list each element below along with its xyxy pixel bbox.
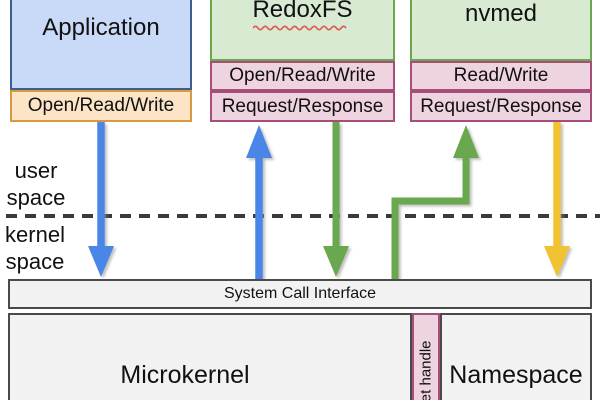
nvmed-port-request-response: Request/Response xyxy=(410,91,592,122)
application-title: Application xyxy=(42,14,160,41)
microkernel-box: Microkernel xyxy=(8,313,412,400)
redoxfs-port-open-read-write: Open/Read/Write xyxy=(210,61,395,91)
nvmed-port2-label: Request/Response xyxy=(420,95,582,117)
redoxfs-port2-label: Request/Response xyxy=(221,95,384,117)
nvmed-port-read-write: Read/Write xyxy=(410,61,592,91)
get-handle-box: get handle xyxy=(412,313,440,400)
redoxfs-box: RedoxFS xyxy=(210,0,395,61)
system-call-interface-label: System Call Interface xyxy=(223,285,377,302)
application-port-label: Open/Read/Write xyxy=(27,95,175,116)
nvmed-title: nvmed xyxy=(464,0,538,27)
nvmed-box: nvmed xyxy=(410,0,592,61)
spellcheck-squiggle-icon xyxy=(253,25,348,31)
get-handle-label: get handle xyxy=(417,339,435,400)
application-box: Application xyxy=(10,0,192,90)
kernel-space-line2: space xyxy=(5,249,65,274)
user-space-line2: space xyxy=(6,185,66,210)
redoxfs-port1-label: Open/Read/Write xyxy=(229,65,376,86)
system-call-interface-box: System Call Interface xyxy=(8,279,592,309)
kernel-space-label: kernel space xyxy=(2,221,68,275)
namespace-label: Namespace xyxy=(449,360,583,389)
user-space-line1: user xyxy=(14,158,58,183)
user-space-label: user space xyxy=(4,157,68,211)
redoxfs-title: RedoxFS xyxy=(252,0,353,23)
application-port-open-read-write: Open/Read/Write xyxy=(10,90,192,122)
kernel-space-line1: kernel xyxy=(5,222,65,247)
arrow-syscall-to-nvmed xyxy=(391,125,479,279)
arrow-nvmed-to-syscall xyxy=(544,122,570,277)
arrow-syscall-to-redoxfs xyxy=(246,125,272,279)
arrow-redoxfs-to-syscall xyxy=(323,122,349,277)
microkernel-label: Microkernel xyxy=(120,360,250,389)
redoxfs-port-request-response: Request/Response xyxy=(210,91,395,122)
namespace-box: Namespace xyxy=(440,313,592,400)
nvmed-port1-label: Read/Write xyxy=(453,65,549,86)
arrow-app-to-syscall xyxy=(88,122,114,277)
